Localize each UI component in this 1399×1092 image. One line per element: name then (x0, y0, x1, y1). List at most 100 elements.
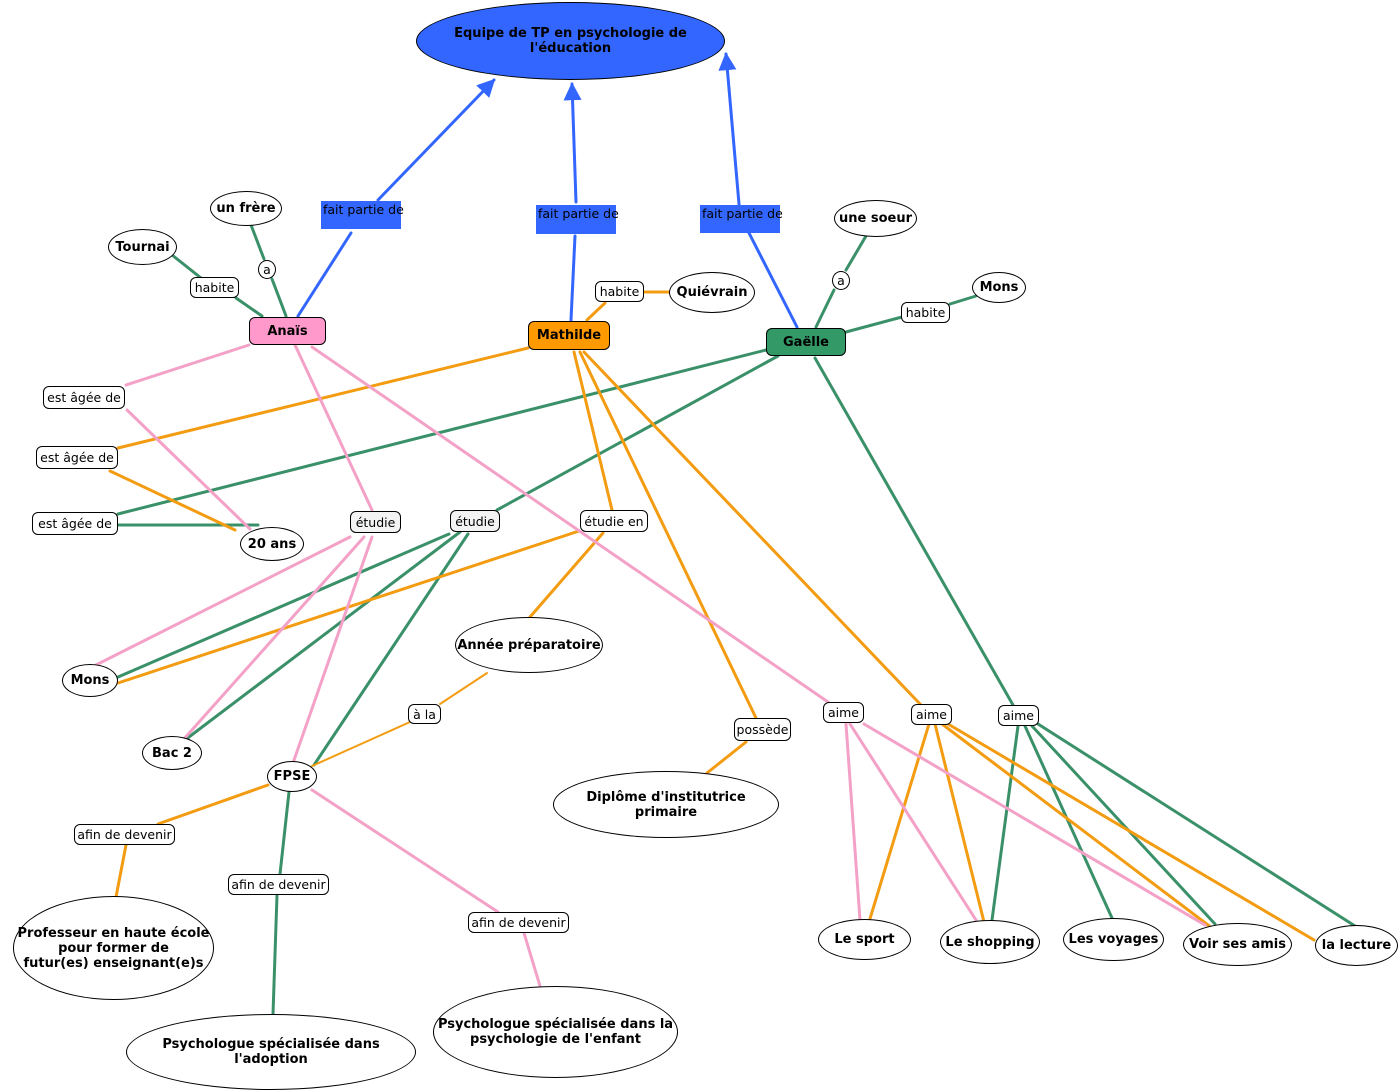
concept-le-shopping[interactable]: Le shopping (940, 920, 1040, 964)
link (124, 343, 251, 387)
concept-les-voyages[interactable]: Les voyages (1063, 918, 1164, 961)
label-a-gaelle: a (832, 271, 850, 290)
link (522, 931, 542, 988)
label-fait-partie-de-mathilde: fait partie de (536, 205, 619, 234)
link (170, 253, 203, 280)
link (116, 532, 451, 679)
link (940, 722, 1214, 930)
concept-mons-etudes[interactable]: Mons (62, 664, 118, 697)
concept-tournai[interactable]: Tournai (108, 229, 177, 265)
link-mathilde-to-label (569, 234, 577, 322)
label-etudie-anais: étudie (350, 511, 401, 533)
link (270, 277, 288, 318)
link (848, 722, 978, 922)
link (528, 531, 605, 619)
concept-psy-adoption[interactable]: Psychologue spécialisée dans l'adoption (126, 1014, 416, 1090)
person-gaelle[interactable]: Gaëlle (766, 328, 846, 356)
concept-la-lecture[interactable]: la lecture (1315, 925, 1398, 966)
link (814, 288, 836, 329)
link (116, 348, 768, 516)
link (705, 740, 748, 775)
link (844, 234, 868, 272)
label-afin-de-devenir-gaelle: afin de devenir (228, 874, 329, 895)
link (439, 672, 488, 705)
concept-le-sport[interactable]: Le sport (818, 919, 911, 960)
link (114, 843, 128, 899)
link (293, 343, 374, 512)
concept-quievrain[interactable]: Quiévrain (669, 272, 755, 313)
link (862, 722, 1207, 927)
link-label-to-root-1 (376, 78, 496, 202)
link (125, 408, 252, 531)
link (948, 294, 978, 306)
label-habite-anais: habite (190, 277, 239, 298)
link-gaelle-to-label (747, 231, 799, 329)
link (271, 893, 279, 1016)
link (181, 535, 366, 742)
link (572, 350, 614, 512)
label-a-anais: a (258, 260, 276, 279)
label-afin-de-devenir-mathilde: afin de devenir (74, 824, 175, 845)
concept-diplome[interactable]: Diplôme d'institutrice primaire (553, 771, 779, 838)
link-label-to-root-2 (563, 82, 582, 204)
link (156, 783, 270, 826)
link (1030, 724, 1217, 926)
link (278, 790, 291, 876)
label-etudie-gaelle: étudie (450, 510, 500, 532)
concept-voir-ses-amis[interactable]: Voir ses amis (1183, 923, 1292, 966)
label-possede: possède (734, 718, 791, 741)
concept-annee-preparatoire[interactable]: Année préparatoire (455, 617, 603, 673)
label-afin-de-devenir-anais: afin de devenir (468, 912, 569, 933)
label-fait-partie-de-gaelle: fait partie de (700, 205, 783, 233)
concept-fpse[interactable]: FPSE (267, 761, 317, 792)
link (90, 535, 352, 669)
link (310, 345, 830, 704)
concept-psy-enfant[interactable]: Psychologue spécialisée dans la psycholo… (433, 986, 678, 1078)
link (946, 722, 1316, 942)
link (990, 724, 1020, 922)
link (585, 301, 607, 322)
link (844, 722, 862, 922)
link (578, 350, 758, 720)
link (495, 354, 780, 512)
link (1036, 722, 1357, 928)
link (310, 788, 500, 914)
concept-mons-gaelle[interactable]: Mons (972, 272, 1026, 303)
link (108, 469, 237, 532)
person-anais[interactable]: Anaïs (249, 317, 326, 345)
link (116, 346, 530, 450)
label-a-la: à la (408, 704, 441, 724)
concept-bac2[interactable]: Bac 2 (142, 736, 202, 770)
link (291, 535, 374, 765)
concept-une-soeur[interactable]: une soeur (834, 200, 917, 237)
link (813, 356, 1015, 707)
link (933, 722, 986, 924)
link (844, 315, 904, 334)
link (234, 296, 264, 318)
label-est-agee-de-anais: est âgée de (43, 386, 125, 409)
label-habite-gaelle: habite (901, 302, 950, 323)
label-aime-mathilde: aime (911, 704, 952, 725)
label-aime-anais: aime (823, 702, 864, 723)
link (249, 223, 266, 261)
link (867, 722, 931, 924)
link (311, 721, 411, 767)
link (582, 350, 923, 707)
link (183, 530, 462, 742)
label-etudie-en-mathilde: étudie en (580, 510, 648, 532)
label-fait-partie-de-anais: fait partie de (321, 201, 404, 229)
link (312, 532, 470, 767)
link-anais-to-label (296, 231, 353, 318)
concept-20-ans[interactable]: 20 ans (240, 527, 304, 561)
concept-un-frere[interactable]: un frère (210, 191, 282, 226)
label-habite-mathilde: habite (595, 281, 644, 302)
root-team-node[interactable]: Equipe de TP en psychologie de l'éducati… (416, 2, 725, 80)
label-est-agee-de-mathilde: est âgée de (36, 446, 118, 469)
link-label-to-root-3 (718, 52, 741, 206)
concept-professeur[interactable]: Professeur en haute école pour former de… (13, 896, 214, 1000)
label-est-agee-de-gaelle: est âgée de (32, 512, 118, 535)
label-aime-gaelle: aime (998, 705, 1039, 726)
link (1023, 724, 1114, 920)
person-mathilde[interactable]: Mathilde (528, 321, 610, 350)
